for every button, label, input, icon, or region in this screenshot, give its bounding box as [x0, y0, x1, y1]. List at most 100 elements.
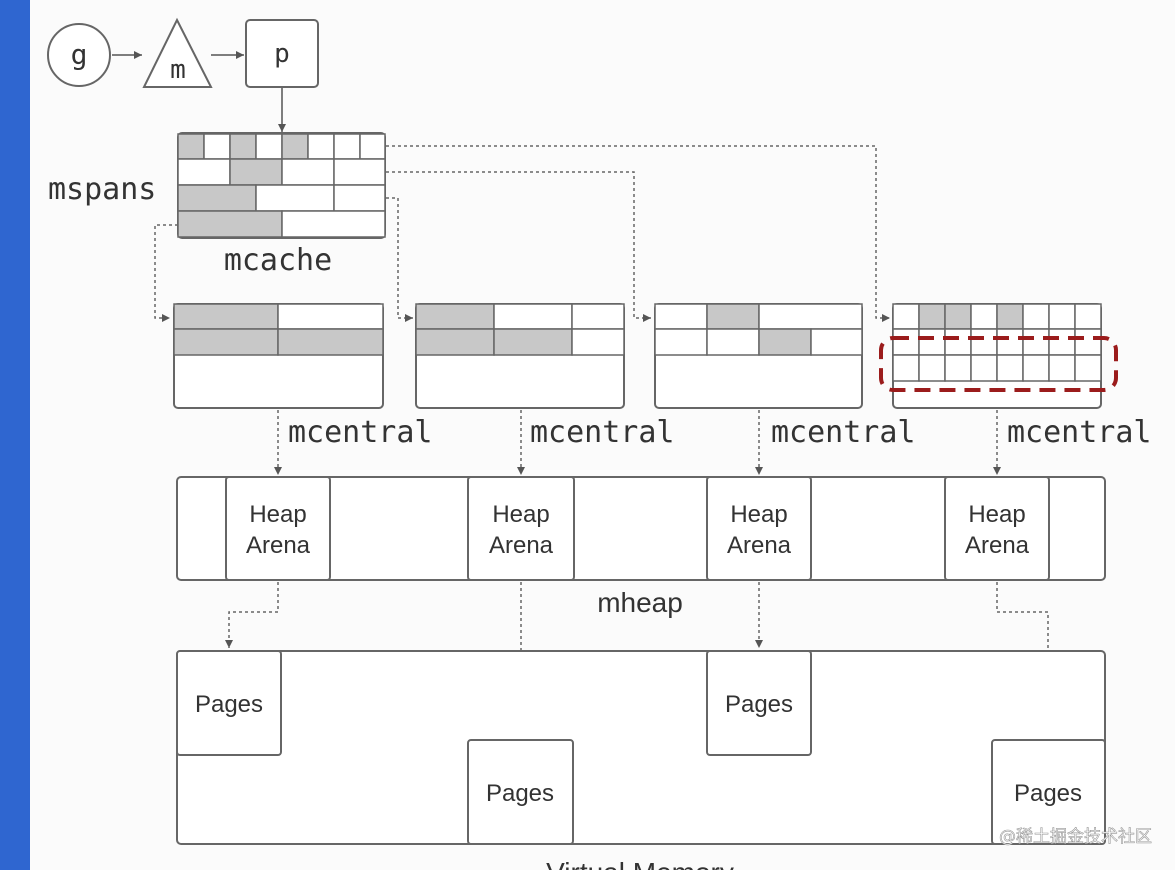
- mcentral-4-span-cell: [892, 303, 920, 330]
- mcentral-label-3: mcentral: [771, 415, 916, 450]
- mcentral-4-span-cell: [944, 303, 972, 330]
- g-label: g: [71, 38, 88, 71]
- mcache-span-cell: [255, 133, 283, 160]
- mheap-label: mheap: [597, 587, 683, 618]
- mcentral-4-span-cell: [1048, 328, 1076, 356]
- mcentral-3-span-cell: [706, 328, 760, 356]
- mcache-to-mcentral-4-arrow: [386, 145, 890, 322]
- mcentral-box-1: [173, 303, 384, 409]
- mcentral-2-span-cell: [415, 328, 495, 356]
- mcentral-4-span-cell: [1074, 354, 1102, 382]
- arena-4-to-pages-arrow: [996, 582, 1052, 737]
- pages-label-3: Pages: [725, 691, 793, 718]
- mcentral-4-span-cell: [944, 328, 972, 356]
- mcentral-3-span-cell: [654, 328, 708, 356]
- mcache-span-cell: [203, 133, 231, 160]
- mcentral-2-span-cell: [493, 328, 573, 356]
- mcentral-2-span-cell: [571, 303, 625, 330]
- mcentral-label-4: mcentral: [1007, 415, 1152, 450]
- mcache-span-cell: [333, 133, 361, 160]
- mcache-span-cell: [255, 184, 335, 212]
- mcentral-4-span-cell: [1074, 328, 1102, 356]
- mcache-span-cell: [177, 184, 257, 212]
- mcentral-3-span-cell: [654, 303, 708, 330]
- mcache-span-cell: [229, 158, 283, 186]
- mcentral-1-span-cell: [277, 328, 384, 356]
- mcache-span-cell: [281, 158, 335, 186]
- mcentral-4-span-cell: [944, 354, 972, 382]
- goroutine-g-node: [47, 23, 111, 87]
- pages-label-4: Pages: [1014, 780, 1082, 807]
- virtual-memory-box: [176, 650, 1106, 845]
- mcache-label: mcache: [224, 243, 332, 278]
- heap-arena-3: [706, 476, 812, 581]
- mcache-span-cell: [333, 184, 386, 212]
- heap-arena-4: [944, 476, 1050, 581]
- mcentral-4-span-cell: [970, 303, 998, 330]
- mcentral-label-2: mcentral: [530, 415, 675, 450]
- mcache-span-cell: [281, 133, 309, 160]
- mcache-span-cell: [177, 158, 231, 186]
- mcentral-3-span-cell: [810, 328, 863, 356]
- mcentral-2-span-cell: [415, 303, 495, 330]
- mcache-span-cell: [229, 133, 257, 160]
- mcentral-4-span-cell: [1022, 328, 1050, 356]
- mheap-box: [176, 476, 1106, 581]
- mcache-span-cell: [359, 133, 386, 160]
- mcache-span-cell: [281, 210, 386, 238]
- arena-1-to-pages-arrow: [225, 582, 279, 648]
- mcentral-4-span-cell: [918, 303, 946, 330]
- watermark-text: @稀土掘金技术社区: [999, 827, 1152, 847]
- mcentral-box-4: [892, 303, 1102, 409]
- mcentral-3-span-cell: [758, 303, 863, 330]
- pages-label-1: Pages: [195, 691, 263, 718]
- mcentral-4-span-cell: [996, 328, 1024, 356]
- mcentral-2-span-cell: [493, 303, 573, 330]
- pages-block-4: [991, 739, 1106, 845]
- mcentral-1-span-cell: [173, 303, 279, 330]
- mcentral-4-span-cell: [892, 354, 920, 382]
- mcentral-box-3: [654, 303, 863, 409]
- mcentral-4-span-cell: [1074, 303, 1102, 330]
- mspans-label: mspans: [48, 172, 156, 207]
- mcentral-4-span-cell: [892, 328, 920, 356]
- mcentral-3-span-cell: [758, 328, 812, 356]
- pages-label-2: Pages: [486, 780, 554, 807]
- mcache-span-cell: [307, 133, 335, 160]
- p-label: p: [274, 39, 290, 69]
- machine-m-node: [142, 17, 213, 88]
- mcentral-4-span-cell: [918, 354, 946, 382]
- m-label: m: [170, 55, 186, 85]
- mcentral-4-span-cell: [1022, 354, 1050, 382]
- mcentral-4-span-cell: [918, 328, 946, 356]
- mcentral-4-span-cell: [1022, 303, 1050, 330]
- mcache-span-cell: [177, 210, 283, 238]
- mcentral-4-span-cell: [1048, 354, 1076, 382]
- pages-block-2: [467, 739, 574, 845]
- pages-block-3: [706, 650, 812, 756]
- mcentral-3-span-cell: [706, 303, 760, 330]
- mcentral-4-span-cell: [996, 354, 1024, 382]
- mcentral-1-span-cell: [173, 328, 279, 356]
- heap-arena-2: [467, 476, 575, 581]
- mcentral-4-span-cell: [970, 354, 998, 382]
- mcentral-label-1: mcentral: [288, 415, 433, 450]
- mcentral-box-2: [415, 303, 625, 409]
- mcentral-2-span-cell: [571, 328, 625, 356]
- mcentral-1-span-cell: [277, 303, 384, 330]
- mcache-span-cell: [333, 158, 386, 186]
- mcentral-4-span-cell: [970, 328, 998, 356]
- mcache-to-mcentral-3-arrow: [386, 171, 651, 322]
- virtual-memory-label: Virtual Memory: [546, 857, 734, 870]
- mcache-span-cell: [177, 133, 205, 160]
- pages-block-1: [176, 650, 282, 756]
- processor-p-node: [245, 19, 319, 88]
- mcache-span-grid: [177, 132, 386, 239]
- highlighted-span-list: [879, 336, 1118, 392]
- left-accent-bar: [0, 0, 30, 870]
